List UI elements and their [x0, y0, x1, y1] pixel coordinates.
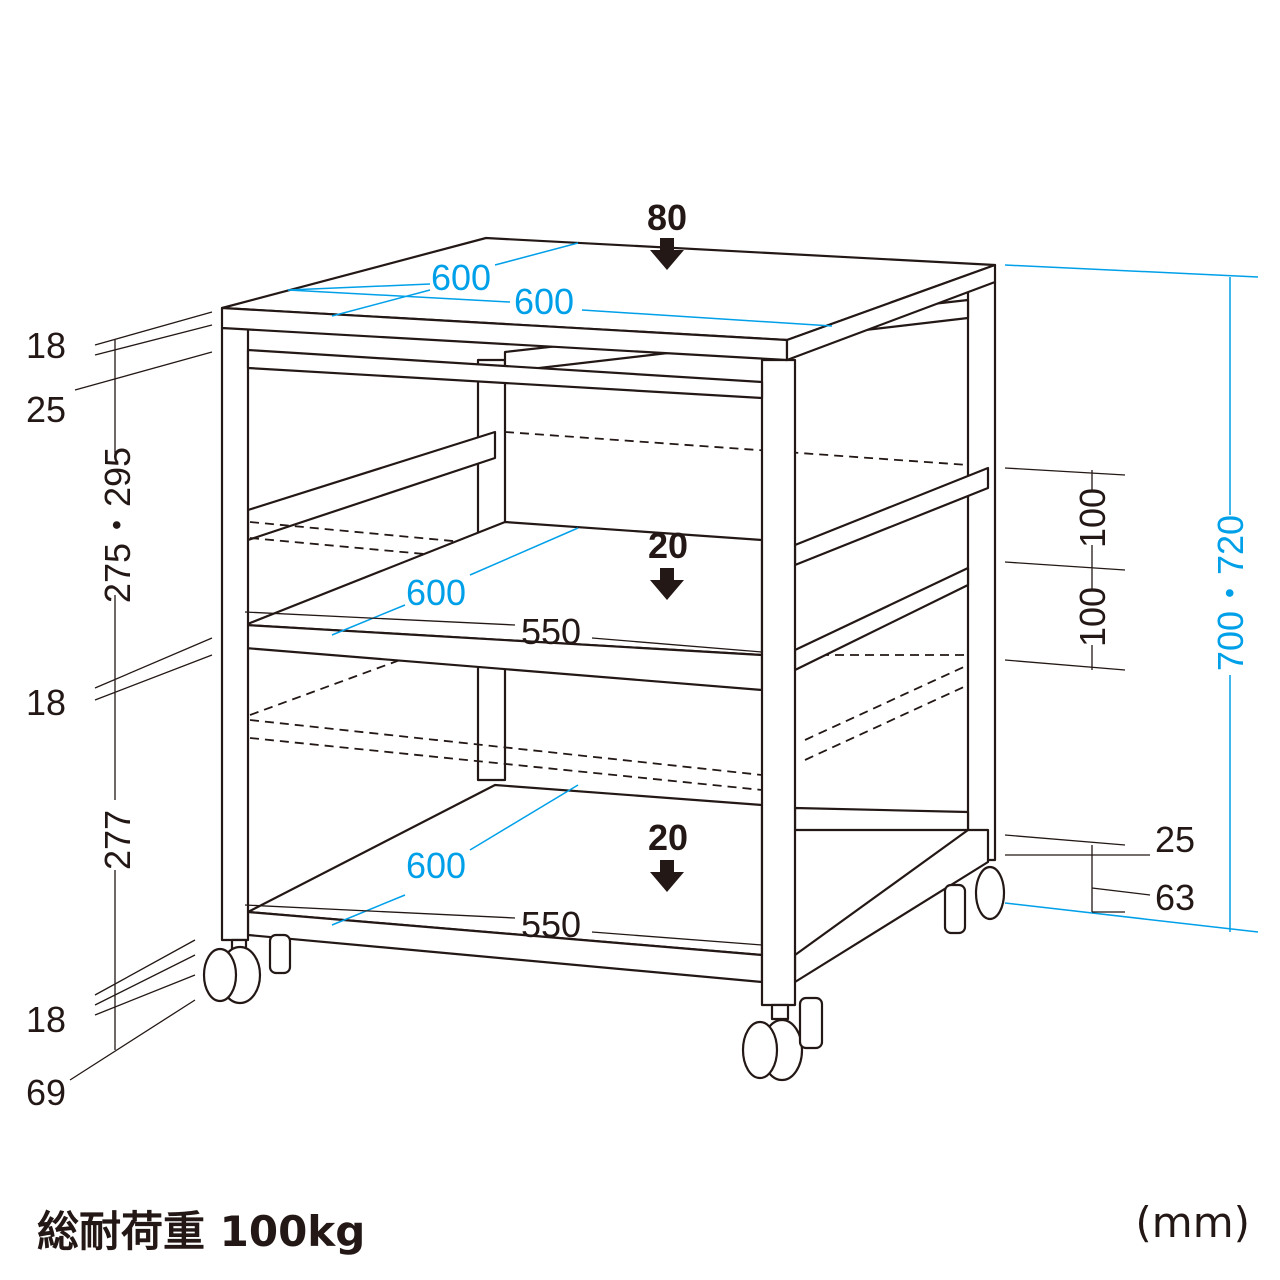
- left-dim-1: 25: [26, 389, 66, 430]
- load-top-label: 80: [647, 197, 687, 238]
- width-dimension-lines: [244, 611, 763, 946]
- total-height-line: [1004, 264, 1259, 933]
- left-dim-5: 18: [26, 999, 66, 1040]
- load-arrow-middle: [650, 568, 684, 600]
- left-dimension-lines: [69, 311, 213, 1081]
- middle-width-label: 550: [521, 611, 581, 652]
- left-dim-3: 18: [26, 682, 66, 723]
- left-dim-6: 69: [26, 1072, 66, 1113]
- unit-caption: (mm): [1135, 1198, 1250, 1247]
- load-arrow-bottom: [650, 860, 684, 892]
- caster-rear-center: [798, 996, 824, 1050]
- front-top-rail: [246, 348, 764, 400]
- top-board-side: [785, 263, 997, 362]
- right-pitch-0: 100: [1072, 488, 1113, 548]
- middle-depth-line: [331, 527, 579, 636]
- bottom-width-label: 550: [521, 904, 581, 945]
- bottom-back-rail: [793, 806, 970, 832]
- left-dim-2: 275・295: [97, 447, 138, 603]
- bottom-depth-label: 600: [406, 845, 466, 886]
- left-side-rail: [246, 430, 497, 542]
- load-arrow-top: [650, 238, 684, 270]
- top-depth-label: 600: [431, 257, 491, 298]
- caster-back-right: [943, 865, 1006, 935]
- caster-back-left: [268, 933, 292, 975]
- top-width-label: 600: [514, 281, 574, 322]
- front-left-leg: [220, 326, 250, 942]
- bottom-depth-line: [331, 784, 579, 926]
- load-bottom-label: 20: [648, 817, 688, 858]
- right-upper-rail: [793, 466, 990, 567]
- top-dimension-lines: [287, 242, 833, 327]
- load-middle-label: 20: [648, 525, 688, 566]
- middle-depth-label: 600: [406, 572, 466, 613]
- caster-front-left: [202, 938, 262, 1005]
- left-dim-4: 277: [97, 810, 138, 870]
- right-bottom-0: 25: [1155, 819, 1195, 860]
- total-load-caption: 総耐荷重 100kg: [37, 1207, 366, 1256]
- right-bottom-1: 63: [1155, 877, 1195, 918]
- caster-front-right: [741, 1003, 804, 1082]
- total-height-label: 700・720: [1210, 515, 1251, 671]
- right-pitch-1: 100: [1072, 587, 1113, 647]
- front-right-leg: [760, 358, 797, 1007]
- back-right-leg: [966, 280, 997, 862]
- left-dim-0: 18: [26, 325, 66, 366]
- right-dimension-lines: [1004, 467, 1151, 913]
